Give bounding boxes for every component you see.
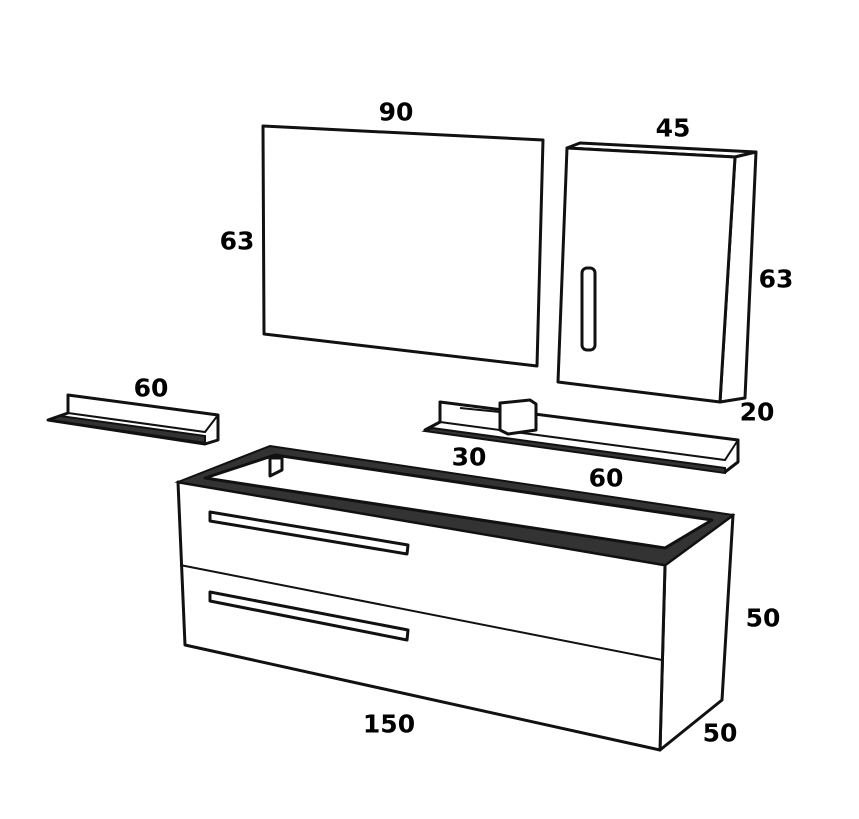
- vanity: [174, 444, 736, 752]
- mirror-width-label: 90: [378, 97, 414, 127]
- mirror: [261, 124, 545, 368]
- wall-cabinet: [556, 141, 758, 404]
- drawer-divider: [179, 564, 663, 661]
- mirror-height-label: 63: [219, 226, 255, 256]
- bottom-drawer-handle: [208, 590, 410, 642]
- top-drawer-handle: [208, 510, 410, 556]
- left-shelf: [46, 393, 220, 446]
- right-shelf-width-label: 60: [588, 463, 624, 493]
- vanity-width-label: 150: [362, 709, 416, 739]
- vanity-height-label: 50: [745, 603, 781, 633]
- left-shelf-width-label: 60: [133, 373, 169, 403]
- soap-holder: [498, 398, 538, 436]
- holder-width-label: 30: [451, 442, 487, 472]
- right-shelf: [421, 398, 740, 475]
- cabinet-height-label: 63: [758, 264, 794, 294]
- vanity-depth-label: 50: [702, 718, 738, 748]
- cabinet-handle: [580, 266, 597, 352]
- cabinet-depth-label: 20: [739, 397, 775, 427]
- cabinet-width-label: 45: [655, 113, 691, 143]
